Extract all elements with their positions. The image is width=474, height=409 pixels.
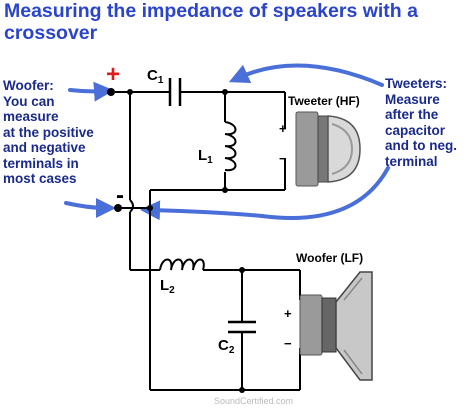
tweeter-note-line: capacitor: [385, 122, 446, 138]
positive-junction-dot: [127, 89, 133, 95]
woofer-note-line: You can: [3, 93, 55, 109]
woofer-note-line: at the positive: [3, 124, 94, 140]
l1-top-junction-dot: [222, 89, 228, 95]
tweeter-negative-arrow: [140, 166, 390, 221]
tweeter-note-line: and to neg.: [385, 138, 457, 153]
pointer-arrows: [64, 63, 390, 221]
page-title: Measuring the impedance of speakers with…: [4, 0, 472, 44]
c2-capacitor: [228, 320, 256, 334]
tweeter-minus-mark: −: [279, 151, 287, 166]
negative-terminal-dot: [114, 204, 122, 212]
tweeter-capacitor-arrow: [228, 63, 384, 87]
positive-terminal-mark: +: [106, 61, 120, 88]
tweeter-note: Tweeters: Measure after the capacitor an…: [385, 76, 457, 169]
page-title-text: Measuring the impedance of speakers with…: [4, 0, 418, 44]
c1-label: C1: [147, 67, 164, 86]
woofer-note-line: measure: [3, 109, 59, 124]
tweeter-note-line: Tweeters:: [385, 76, 448, 91]
l1-bottom-junction-dot: [222, 187, 228, 193]
c1-capacitor: [168, 78, 182, 106]
positive-terminal-dot: [107, 88, 115, 96]
woofer-positive-arrow: [68, 81, 114, 102]
wires: [115, 91, 301, 391]
l1-inductor-coil: [224, 121, 237, 172]
woofer-note-line: and negative: [3, 140, 86, 155]
woofer-note: Woofer: You can measure at the positive …: [3, 78, 94, 187]
woofer-note-line: terminals in: [3, 155, 79, 171]
c2-label: C2: [218, 337, 235, 356]
l2-label: L2: [160, 277, 175, 296]
tweeter-note-line: Measure: [385, 91, 440, 107]
woofer-label: Woofer (LF): [296, 251, 363, 265]
woofer-note-line: Woofer:: [3, 78, 54, 93]
watermark: SoundCertified.com: [214, 396, 293, 406]
woofer-minus-mark: −: [284, 336, 292, 351]
negative-terminal-mark: -: [116, 182, 124, 209]
l1-label: L1: [198, 147, 213, 166]
l2-inductor-coil: [159, 258, 205, 271]
woofer-plus-mark: +: [284, 306, 292, 321]
negative-junction-dot: [147, 205, 153, 211]
woofer-speaker: [299, 271, 373, 381]
woofer-note-line: most cases: [3, 171, 77, 186]
tweeter-speaker: [295, 111, 361, 187]
tweeter-label: Tweeter (HF): [288, 94, 360, 108]
tweeter-plus-mark: +: [279, 121, 287, 136]
c2-bottom-junction-dot: [239, 387, 245, 393]
c2-top-junction-dot: [239, 267, 245, 273]
tweeter-note-line: after the: [385, 107, 439, 122]
woofer-negative-arrow: [64, 197, 116, 218]
tweeter-note-line: terminal: [385, 153, 438, 169]
